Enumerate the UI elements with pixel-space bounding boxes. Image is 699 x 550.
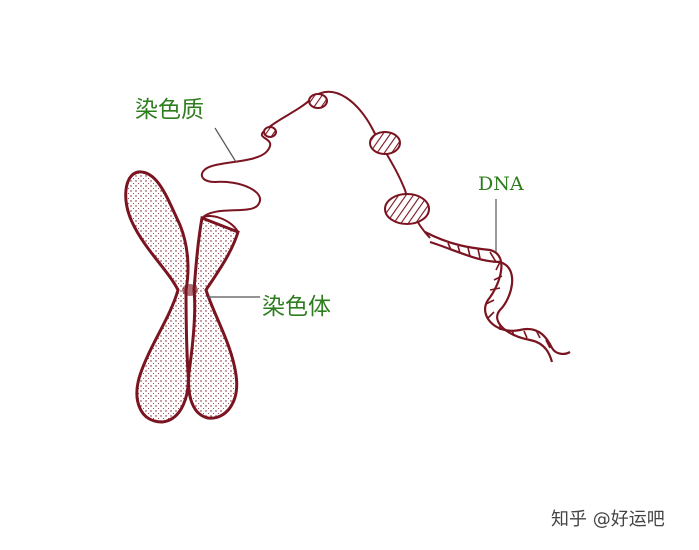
dna-helix <box>424 231 571 363</box>
centromere <box>182 284 198 296</box>
nucleosome-bead <box>384 193 430 225</box>
nucleosome-bead <box>369 131 401 155</box>
chromatid-right <box>187 215 240 420</box>
chromosome-label: 染色体 <box>262 294 331 320</box>
chromatin-leader-line <box>214 127 237 163</box>
nucleosome-bead <box>308 93 328 109</box>
chromosome-shape <box>124 170 240 424</box>
nucleosome-bead <box>263 126 277 138</box>
chromatid-left <box>124 170 190 424</box>
dna-label: DNA <box>478 173 524 195</box>
watermark: 知乎 @好运吧 <box>551 509 665 530</box>
chromatin-label: 染色质 <box>135 97 204 123</box>
